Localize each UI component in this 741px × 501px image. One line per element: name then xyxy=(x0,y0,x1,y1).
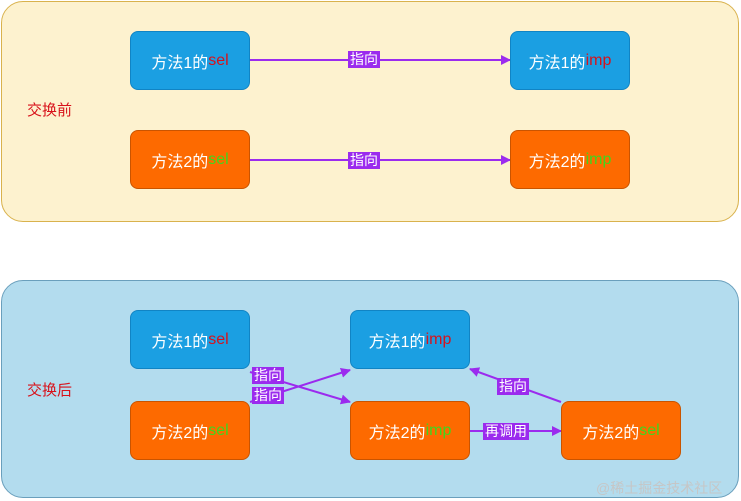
before-swap-label: 交换前 xyxy=(27,102,73,119)
edge-label-before-1: 指向 xyxy=(348,51,380,68)
box-prefix: 方法1的 xyxy=(528,54,586,72)
box-prefix: 方法1的 xyxy=(151,333,209,351)
sel-text: sel xyxy=(208,150,229,168)
edge-label-call: 再调用 xyxy=(483,423,529,440)
box-prefix: 方法2的 xyxy=(368,424,426,442)
box-prefix: 方法2的 xyxy=(528,153,586,171)
edge-label-cross-2: 指向 xyxy=(252,387,284,404)
watermark: @稀土掘金技术社区 xyxy=(596,480,723,496)
sel-text: sel xyxy=(208,51,229,69)
edge-label-back: 指向 xyxy=(497,378,529,395)
edge-label-cross-1: 指向 xyxy=(252,367,284,384)
sel-text: sel xyxy=(639,421,660,439)
imp-text: imp xyxy=(425,421,452,439)
box-prefix: 方法1的 xyxy=(368,333,426,351)
box-prefix: 方法2的 xyxy=(582,424,640,442)
imp-text: imp xyxy=(585,150,612,168)
sel-text: sel xyxy=(208,421,229,439)
box-prefix: 方法1的 xyxy=(151,54,209,72)
box-prefix: 方法2的 xyxy=(151,153,209,171)
edge-label-before-2: 指向 xyxy=(348,152,380,169)
imp-text: imp xyxy=(425,330,452,348)
imp-text: imp xyxy=(585,51,612,69)
box-prefix: 方法2的 xyxy=(151,424,209,442)
after-swap-label: 交换后 xyxy=(27,382,73,399)
sel-text: sel xyxy=(208,330,229,348)
